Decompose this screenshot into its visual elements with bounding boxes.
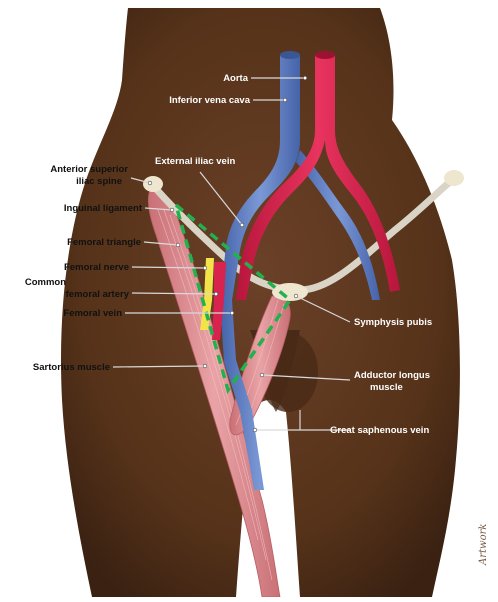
label-femoral-vein: Femoral vein xyxy=(63,308,122,319)
label-adductor-longus-line2: muscle xyxy=(370,382,403,393)
symphysis-bone xyxy=(272,283,308,301)
label-inguinal-ligament: Inguinal ligament xyxy=(64,203,143,214)
label-femoral-nerve: Femoral nerve xyxy=(64,262,129,273)
artist-signature: Artwork xyxy=(478,524,489,566)
signature-text: Artwork xyxy=(478,524,489,566)
ivc-cut-end xyxy=(280,51,300,59)
asis-right-bone xyxy=(444,170,464,186)
label-inferior-vena-cava: Inferior vena cava xyxy=(169,95,251,106)
label-external-iliac-vein: External iliac vein xyxy=(155,156,235,167)
label-femoral-triangle: Femoral triangle xyxy=(67,237,141,248)
label-asis-line1: Anterior superior xyxy=(50,164,128,175)
label-common-femoral-artery-line2: femoral artery xyxy=(66,289,130,300)
label-common-femoral-artery-line1: Common xyxy=(25,277,66,288)
label-adductor-longus-line1: Adductor longus xyxy=(354,370,430,381)
label-aorta: Aorta xyxy=(223,73,249,84)
aorta-cut-end xyxy=(315,51,335,59)
label-asis-line2: iliac spine xyxy=(76,176,122,187)
label-great-saphenous-vein: Great saphenous vein xyxy=(330,425,429,436)
label-symphysis-pubis: Symphysis pubis xyxy=(354,317,432,328)
asis-left-bone xyxy=(143,176,163,192)
label-sartorius-muscle: Sartorius muscle xyxy=(33,362,110,373)
